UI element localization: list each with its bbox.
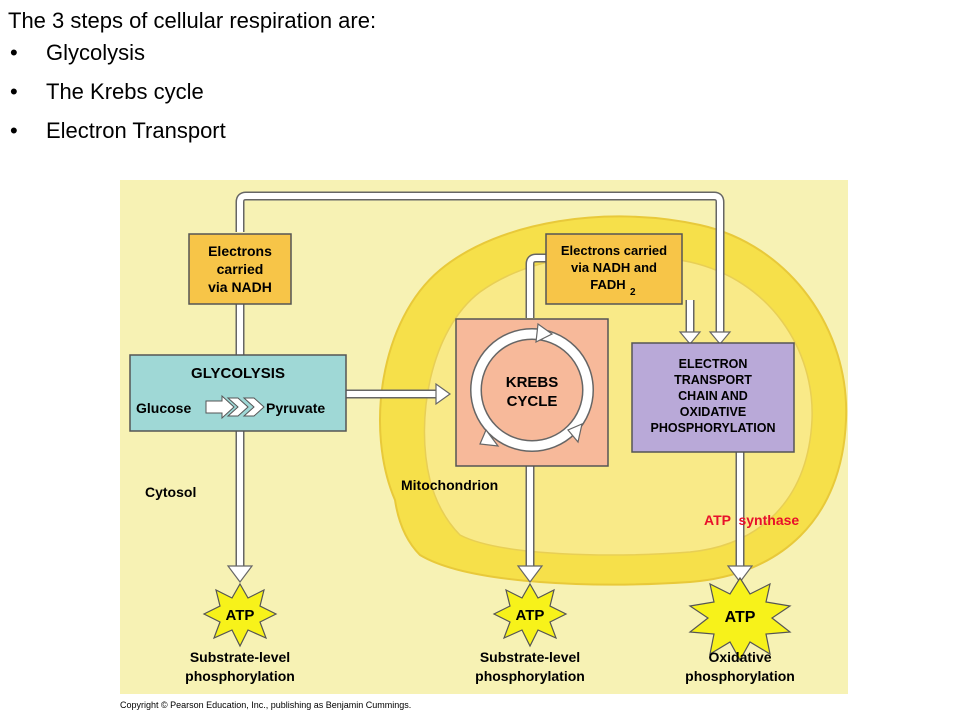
electrons-fadh-line: via NADH and (571, 260, 657, 275)
nadh-loop-arrowhead (708, 331, 732, 345)
glycolysis-chevron-arrows (205, 394, 265, 420)
etc-label-line: PHOSPHORYLATION (650, 421, 775, 435)
electrons-fadh-line: Electrons carried (561, 243, 667, 258)
bullet-item-electron-transport: • Electron Transport (8, 118, 376, 144)
krebs-cycle-arrowhead (567, 422, 583, 444)
bullet-item-krebs: • The Krebs cycle (8, 79, 376, 105)
krebs-label-line: KREBS (506, 374, 559, 391)
atp-label: ATP (226, 607, 255, 624)
bullet-glyph: • (10, 79, 18, 104)
bullet-glyph: • (10, 118, 18, 143)
krebs-label-line: CYCLE (507, 393, 558, 410)
slide-text: The 3 steps of cellular respiration are:… (8, 6, 376, 157)
mitochondrion-label: Mitochondrion (401, 477, 498, 493)
krebs-cycle-arrowhead (535, 322, 554, 344)
electrons-nadh-line: Electrons (208, 243, 272, 259)
output-label-line2: phosphorylation (475, 668, 585, 684)
output-label-line1: Oxidative (708, 649, 771, 665)
bullet-glyph: • (10, 40, 18, 65)
output-label-line1: Substrate-level (190, 649, 290, 665)
copyright-text: Copyright © Pearson Education, Inc., pub… (120, 700, 412, 710)
output-label-line2: phosphorylation (185, 668, 295, 684)
bullet-label: Glycolysis (46, 40, 146, 65)
electrons-nadh-line: carried (217, 261, 264, 277)
output-label-line1: Substrate-level (480, 649, 580, 665)
krebs-cycle-arrowhead (479, 428, 500, 447)
electrons-nadh-fadh-box (545, 233, 683, 305)
bullet-label: Electron Transport (46, 118, 226, 143)
electrons-fadh-line: FADH (590, 277, 625, 292)
etc-label-line: ELECTRON (679, 357, 748, 371)
atp-star-1: ATP (202, 582, 278, 648)
electrons-nadh-box (188, 233, 292, 305)
bullet-list: • Glycolysis • The Krebs cycle • Electron T… (8, 40, 376, 144)
etc-label-line: OXIDATIVE (680, 405, 746, 419)
etc-box (631, 342, 795, 453)
cytosol-label: Cytosol (145, 484, 196, 500)
glycolysis-box (129, 354, 347, 432)
pyruvate-label: Pyruvate (266, 400, 325, 416)
glucose-label: Glucose (136, 400, 191, 416)
atp-label: ATP (725, 609, 756, 626)
etc-label-line: TRANSPORT (674, 373, 752, 387)
atp-star-3: ATP (688, 576, 792, 662)
electrons-nadh-line: via NADH (208, 279, 272, 295)
atp-synthase-label: ATP synthase (704, 512, 799, 528)
bullet-item-glycolysis: • Glycolysis (8, 40, 376, 66)
slide-heading: The 3 steps of cellular respiration are: (8, 8, 377, 33)
bullet-label: The Krebs cycle (46, 79, 204, 104)
glycolysis-title: GLYCOLYSIS (191, 365, 285, 382)
etc-label-line: CHAIN AND (678, 389, 748, 403)
atp-star-2: ATP (492, 582, 568, 648)
output-label-line2: phosphorylation (685, 668, 795, 684)
fadh-subscript: 2 (630, 287, 636, 298)
atp-label: ATP (516, 607, 545, 624)
